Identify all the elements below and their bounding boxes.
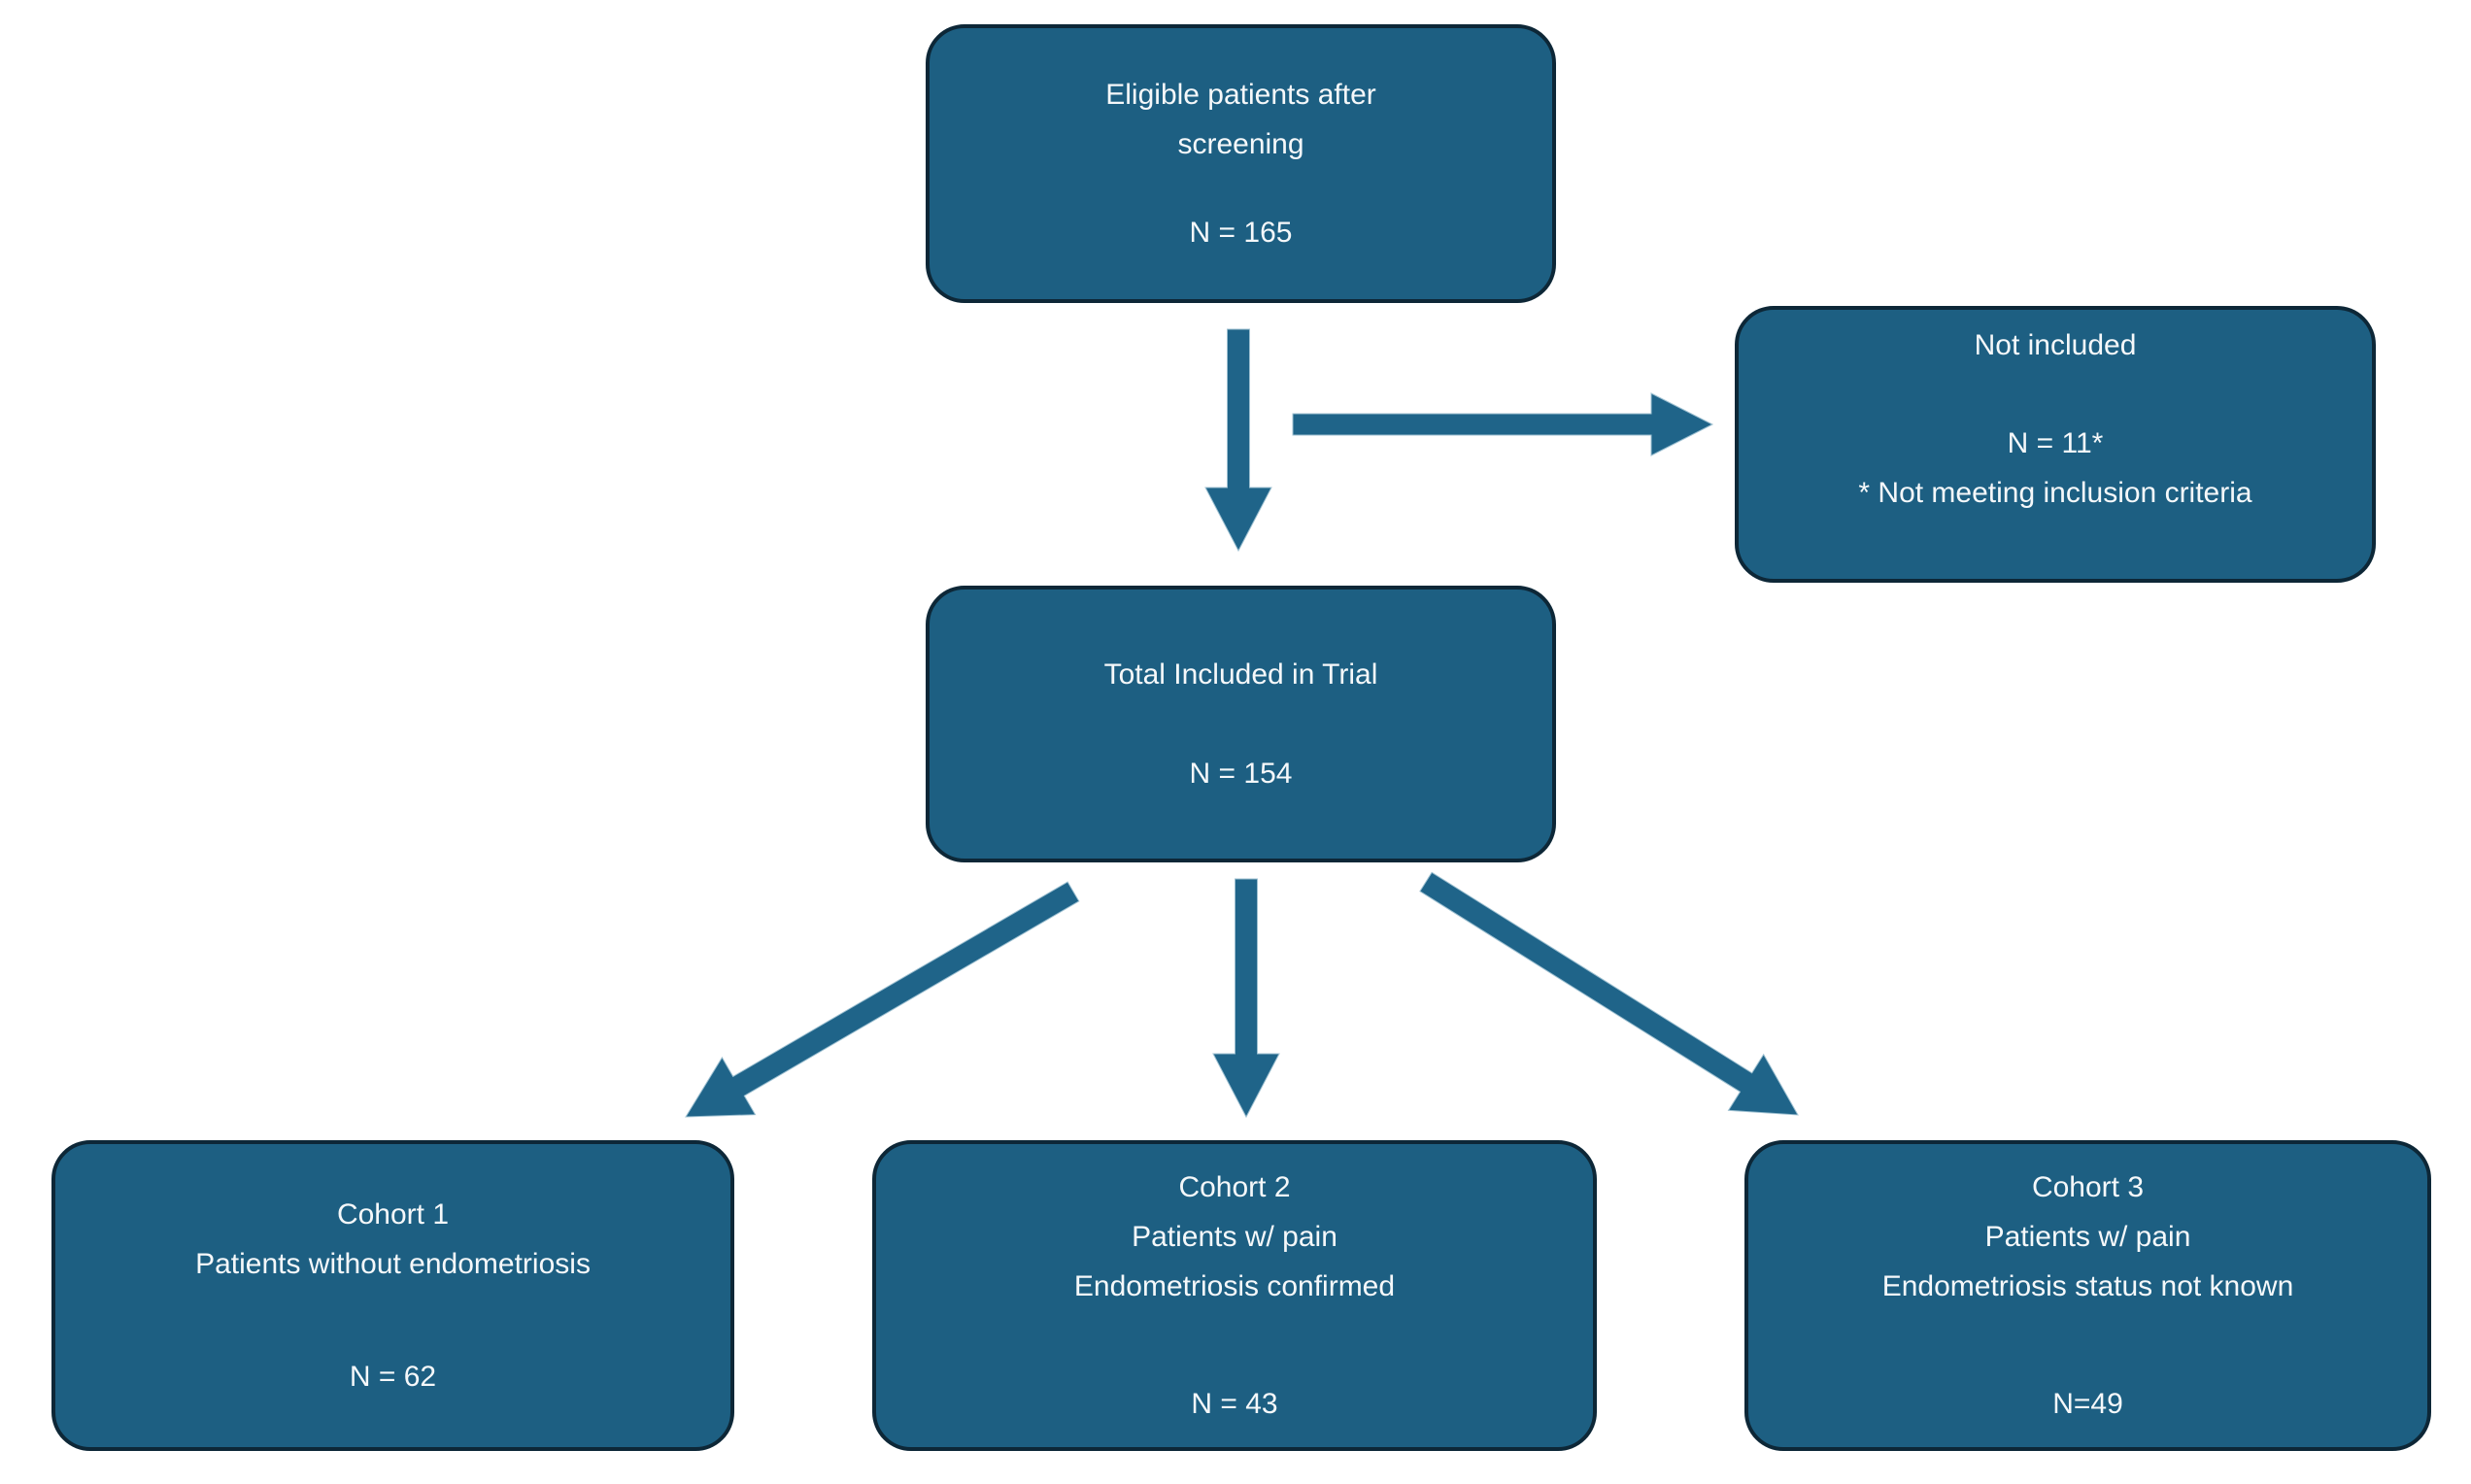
box-title-line: Total Included in Trial	[1103, 658, 1378, 691]
box-eligible-patients: Eligible patients after screening N = 16…	[926, 24, 1556, 303]
n-count: N = 165	[1189, 217, 1293, 249]
box-title-line: Eligible patients after	[1105, 79, 1376, 111]
box-title-line: Not included	[1974, 329, 2137, 361]
arrow-total-to-cohort2	[1212, 878, 1280, 1119]
box-title-line: Endometriosis confirmed	[1073, 1270, 1396, 1302]
box-title-line: Cohort 2	[1178, 1171, 1291, 1203]
footnote: * Not meeting inclusion criteria	[1858, 477, 2252, 509]
arrow-total-to-cohort1	[685, 881, 1080, 1118]
n-count: N = 11*	[2007, 427, 2104, 459]
arrow-total-to-cohort3	[1419, 871, 1799, 1116]
n-count: N = 154	[1189, 758, 1293, 790]
box-cohort-1: Cohort 1 Patients without endometriosis …	[51, 1140, 734, 1451]
box-title-line: Endometriosis status not known	[1881, 1270, 2294, 1302]
box-title-line: Patients without endometriosis	[195, 1248, 591, 1280]
box-title-line: Patients w/ pain	[1984, 1221, 2191, 1253]
n-count: N = 62	[349, 1361, 437, 1393]
box-title-line: Patients w/ pain	[1132, 1221, 1337, 1253]
box-cohort-3: Cohort 3 Patients w/ pain Endometriosis …	[1744, 1140, 2431, 1451]
box-cohort-2: Cohort 2 Patients w/ pain Endometriosis …	[872, 1140, 1597, 1451]
box-title-line: Cohort 1	[336, 1198, 450, 1231]
box-not-included: Not included N = 11* * Not meeting inclu…	[1735, 306, 2376, 583]
n-count: N=49	[2052, 1388, 2123, 1420]
n-count: N = 43	[1191, 1388, 1278, 1420]
box-title-line: screening	[1177, 128, 1304, 160]
box-total-included: Total Included in Trial N = 154	[926, 586, 1556, 862]
box-title-line: Cohort 3	[2031, 1171, 2145, 1203]
arrow-eligible-to-total	[1204, 328, 1272, 553]
arrow-to-not-included	[1292, 392, 1714, 456]
